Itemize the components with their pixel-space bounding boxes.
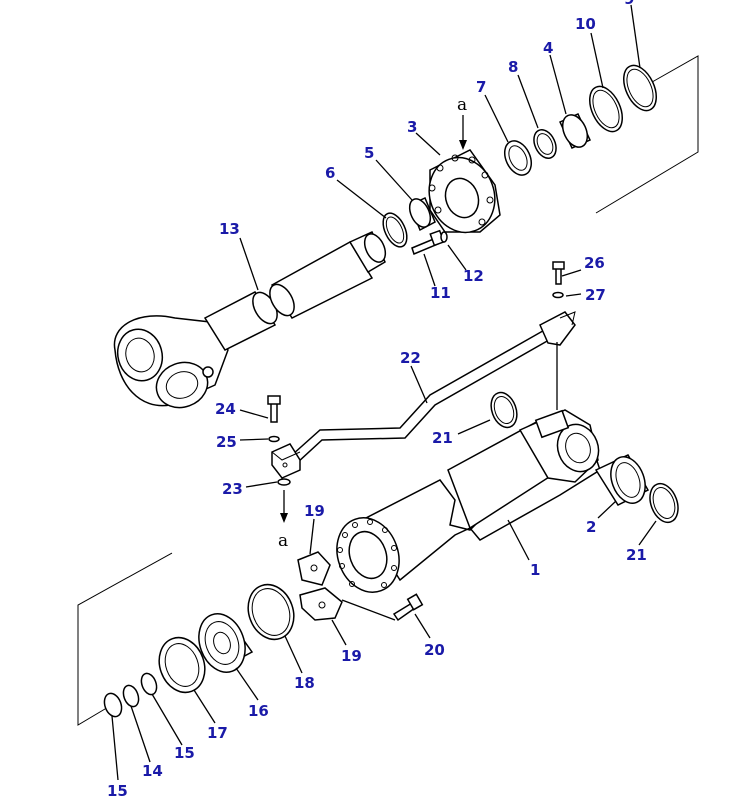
- callout-21-upper: 21: [432, 429, 453, 447]
- leader-lines: [111, 4, 657, 781]
- reference-mark-upper: a: [457, 95, 467, 115]
- callout-1: 1: [530, 561, 540, 579]
- piston-rod: [113, 231, 387, 409]
- callout-12: 12: [463, 267, 484, 285]
- reference-arrows: [280, 115, 467, 523]
- callout-19-lower: 19: [341, 647, 362, 665]
- callout-24: 24: [215, 400, 236, 418]
- pipe-bolts: [267, 261, 565, 486]
- callout-15-lower: 15: [107, 782, 128, 798]
- callout-20: 20: [424, 641, 445, 659]
- reference-mark-lower: a: [278, 531, 288, 551]
- callout-2: 2: [586, 518, 596, 536]
- callout-26: 26: [584, 254, 605, 272]
- reference-letters: a a: [278, 95, 467, 551]
- rod-packing-rings: [503, 64, 657, 176]
- frame-lines: [77, 55, 699, 726]
- callout-18: 18: [294, 674, 315, 692]
- callout-9: 9: [624, 0, 634, 8]
- head-bolt: [411, 229, 448, 256]
- callout-15-upper: 15: [174, 744, 195, 762]
- callout-27: 27: [585, 286, 606, 304]
- callout-6: 6: [325, 164, 335, 182]
- callout-labels: 9 10 4 8 7 3 5 6 13 12 11 26 27 22 24 21…: [107, 0, 647, 798]
- callout-8: 8: [508, 58, 518, 76]
- head-seals: [382, 196, 436, 248]
- callout-19-upper: 19: [304, 502, 325, 520]
- callout-14: 14: [142, 762, 163, 780]
- callout-11: 11: [430, 284, 451, 302]
- cylinder-tube: [336, 409, 601, 593]
- callout-23: 23: [222, 480, 243, 498]
- callout-10: 10: [575, 15, 596, 33]
- callout-16: 16: [248, 702, 269, 720]
- callout-17: 17: [207, 724, 228, 742]
- callout-25: 25: [216, 433, 237, 451]
- callout-3: 3: [407, 118, 417, 136]
- clevis-bushing: [490, 391, 679, 524]
- callout-22: 22: [400, 349, 421, 367]
- callout-5: 5: [364, 144, 374, 162]
- oil-pipe: [271, 311, 576, 479]
- callout-21-lower: 21: [626, 546, 647, 564]
- callout-13: 13: [219, 220, 240, 238]
- piston-parts: [103, 551, 424, 718]
- callout-4: 4: [543, 39, 553, 57]
- callout-7: 7: [476, 78, 486, 96]
- cylinder-head: [428, 149, 501, 234]
